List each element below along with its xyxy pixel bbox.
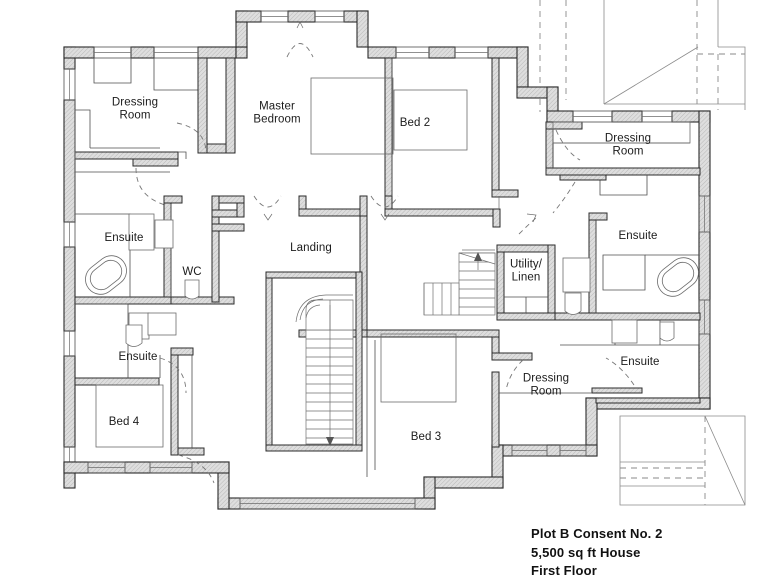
internal-wall-bed2-right: [491, 57, 519, 198]
bath-left-lower: [147, 312, 177, 336]
window-bottom-2: [87, 461, 126, 474]
internal-wall-ensuite-bed4: [74, 303, 205, 456]
door-swing-ensuite-right-upper: [552, 181, 576, 214]
toilet-right-upper: [564, 292, 582, 315]
window-top-right-2: [454, 46, 489, 59]
window-top-bay-1: [260, 10, 289, 23]
window-bottom-4: [511, 444, 548, 457]
window-bottom-5: [559, 444, 587, 457]
window-top-left-2: [153, 46, 199, 59]
shower-left-upper: [154, 219, 174, 249]
toilet-right-lower: [659, 321, 675, 342]
bed-bed2: [393, 89, 468, 151]
vanity-left-upper: [128, 213, 155, 251]
door-swing-dressing-right: [555, 129, 581, 161]
wardrobe-dressing-right: [552, 121, 691, 144]
internal-wall-wc-landing: [211, 195, 245, 303]
window-bottom-3: [149, 461, 193, 474]
secondary-staircase: [423, 249, 496, 316]
window-bottom-1: [239, 497, 416, 510]
window-top-left-1: [93, 46, 132, 59]
window-top-bay-2: [314, 10, 345, 23]
window-left-2: [63, 221, 76, 248]
bed-master: [310, 77, 394, 155]
window-left-1: [63, 68, 76, 101]
main-staircase: [265, 271, 363, 452]
bed-bed4: [95, 384, 164, 448]
exterior-wall-left: [63, 46, 76, 489]
roof-overhang-bottom-right: [619, 415, 746, 506]
internal-wall-landing: [253, 195, 501, 228]
internal-wall-dressing-master: [75, 57, 236, 173]
toilet-wc: [184, 279, 200, 300]
window-top-right-1: [395, 46, 430, 59]
toilet-left-lower: [125, 324, 143, 347]
bathtub-left: [85, 255, 127, 295]
door-swing-ensuite-lower-left: [159, 357, 187, 394]
window-right-1: [698, 195, 711, 233]
title-line-area: 5,500 sq ft House: [531, 544, 641, 560]
basin-right-lower: [611, 319, 638, 344]
title-line-floor: First Floor: [531, 563, 597, 578]
bathtub-right: [657, 257, 699, 297]
bed-bed3: [380, 333, 457, 403]
internal-wall-dressing-bottom: [491, 335, 701, 448]
door-swing-bed4: [177, 454, 215, 484]
internal-wall-master-bed2: [384, 57, 393, 197]
shower-right-upper: [562, 257, 591, 293]
door-swing-ensuite-left: [135, 167, 166, 206]
exterior-wall-top-bay: [235, 10, 369, 59]
title-block: Plot B Consent No. 2 5,500 sq ft House F…: [531, 525, 663, 581]
title-line-consent: Plot B Consent No. 2: [531, 526, 663, 541]
window-left-3: [63, 330, 76, 357]
door-swing-dressing-left: [176, 122, 207, 154]
